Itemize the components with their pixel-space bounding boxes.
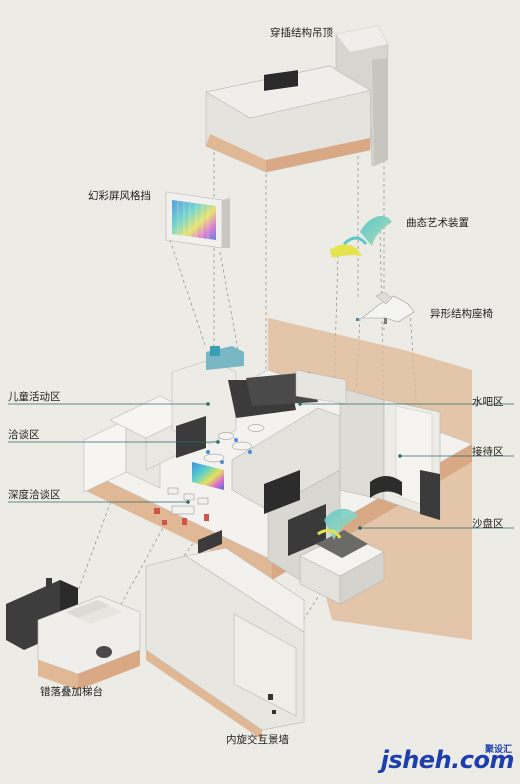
curved-art-installation [330,216,392,258]
rainbow-screen [165,191,230,249]
label-negotiation-area: 洽谈区 [8,429,40,441]
label-reception: 接待区 [472,446,504,458]
label-kids-area: 儿童活动区 [8,391,61,403]
zone-leader-dots [186,402,402,530]
label-feature-wall: 内旋交互景墙 [226,734,289,746]
watermark-logo: jsheh.com 聚设汇 [380,745,515,774]
special-chair [356,291,415,324]
label-sand-table: 沙盘区 [472,518,504,530]
label-ceiling: 穿插结构吊顶 [270,27,333,39]
zone-leader-lines [8,403,514,529]
label-chair: 异形结构座椅 [430,308,493,320]
watermark-brand: jsheh.com [380,746,515,774]
main-floor-plan-model [83,318,473,640]
label-stairs: 错落叠加梯台 [40,686,103,698]
watermark-sub: 聚设汇 [484,745,512,755]
ceiling-structure [205,25,389,173]
label-water-bar: 水吧区 [472,396,504,408]
label-screen: 幻彩屏风格挡 [88,190,151,202]
interactive-feature-wall [145,547,305,740]
label-art: 曲态艺术装置 [406,217,469,229]
staggered-stairs [6,578,141,690]
label-deep-negotiation-area: 深度洽谈区 [8,489,61,501]
